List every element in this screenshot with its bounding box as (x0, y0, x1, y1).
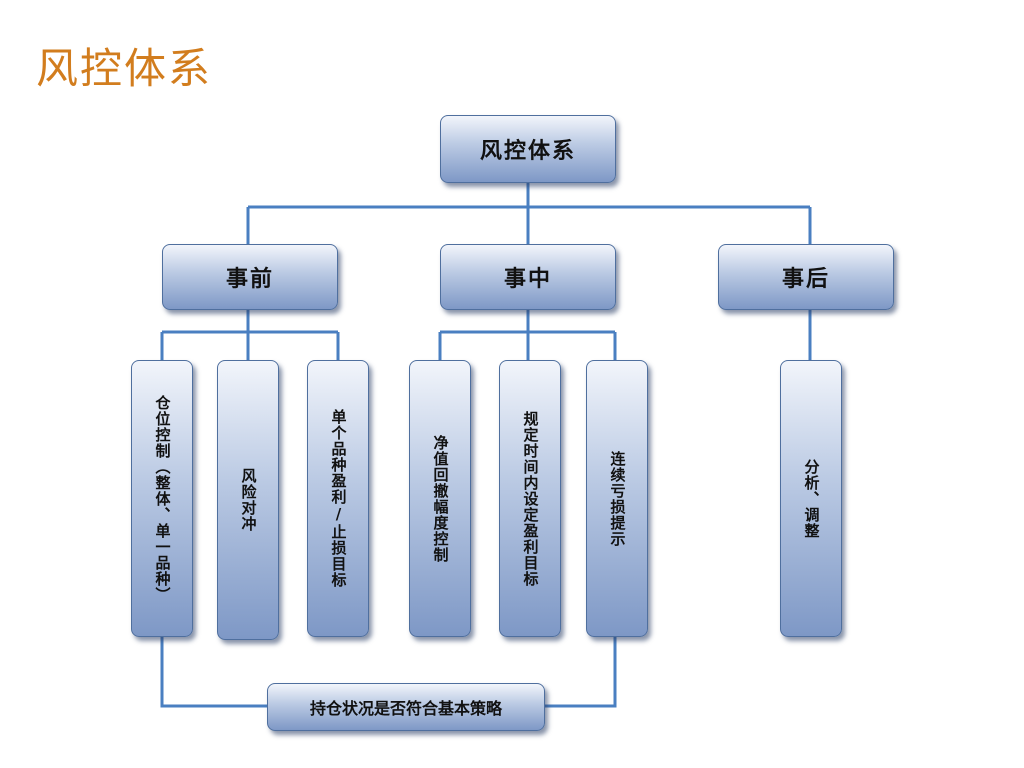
after-item-analysis-adjust: 分析、调整 (780, 360, 842, 637)
phase-before-node: 事前 (162, 244, 338, 310)
during-item-timed-profit-target: 规定时间内设定盈利目标 (499, 360, 561, 637)
root-node: 风控体系 (440, 115, 616, 183)
summary-node: 持仓状况是否符合基本策略 (267, 683, 545, 731)
phase-after-node: 事后 (718, 244, 894, 310)
during-item-consecutive-loss-alert: 连续亏损提示 (586, 360, 648, 637)
before-item-profit-stop-target: 单个品种盈利/止损目标 (307, 360, 369, 637)
before-item-risk-hedge: 风险对冲 (217, 360, 279, 640)
page-title: 风控体系 (36, 44, 213, 93)
phase-during-node: 事中 (440, 244, 616, 310)
before-item-position-control: 仓位控制（整体、单一品种） (131, 360, 193, 637)
during-item-drawdown-control: 净值回撤幅度控制 (409, 360, 471, 637)
